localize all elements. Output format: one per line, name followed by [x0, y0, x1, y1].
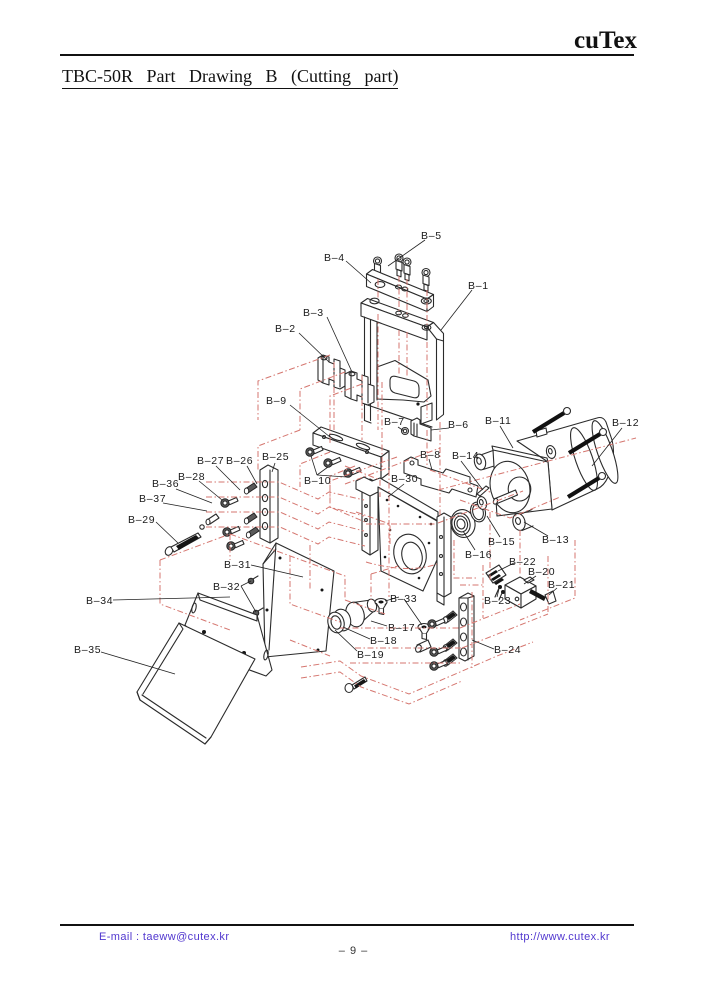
svg-text:B–8: B–8: [420, 449, 441, 461]
svg-text:B–19: B–19: [357, 649, 384, 661]
svg-text:B–2: B–2: [275, 323, 296, 335]
svg-text:B–21: B–21: [548, 579, 575, 591]
svg-text:B–20: B–20: [528, 566, 555, 578]
svg-text:B–36: B–36: [152, 478, 179, 490]
svg-text:B–17: B–17: [388, 622, 415, 634]
svg-text:B–37: B–37: [139, 493, 166, 505]
svg-text:B–10: B–10: [304, 475, 331, 487]
svg-text:B–5: B–5: [421, 230, 442, 242]
svg-text:B–31: B–31: [224, 559, 251, 571]
svg-text:B–4: B–4: [324, 252, 345, 264]
svg-text:B–34: B–34: [86, 595, 113, 607]
svg-text:B–9: B–9: [266, 395, 287, 407]
svg-text:B–25: B–25: [262, 451, 289, 463]
svg-text:B–6: B–6: [448, 419, 469, 431]
svg-text:B–29: B–29: [128, 514, 155, 526]
svg-text:B–23: B–23: [484, 595, 511, 607]
svg-text:B–35: B–35: [74, 644, 101, 656]
svg-text:B–28: B–28: [178, 471, 205, 483]
svg-text:B–33: B–33: [390, 593, 417, 605]
svg-text:B–15: B–15: [488, 536, 515, 548]
svg-text:B–12: B–12: [612, 417, 639, 429]
svg-text:B–26: B–26: [226, 455, 253, 467]
svg-text:B–11: B–11: [485, 415, 512, 427]
svg-text:B–32: B–32: [213, 581, 240, 593]
svg-text:B–30: B–30: [391, 473, 418, 485]
svg-text:B–13: B–13: [542, 534, 569, 546]
svg-text:B–18: B–18: [370, 635, 397, 647]
svg-text:B–3: B–3: [303, 307, 324, 319]
svg-text:B–7: B–7: [384, 416, 405, 428]
svg-text:B–24: B–24: [494, 644, 521, 656]
svg-text:B–27: B–27: [197, 455, 224, 467]
svg-text:B–14: B–14: [452, 450, 479, 462]
svg-text:B–16: B–16: [465, 549, 492, 561]
svg-text:B–1: B–1: [468, 280, 489, 292]
svg-text:B–22: B–22: [509, 556, 536, 568]
